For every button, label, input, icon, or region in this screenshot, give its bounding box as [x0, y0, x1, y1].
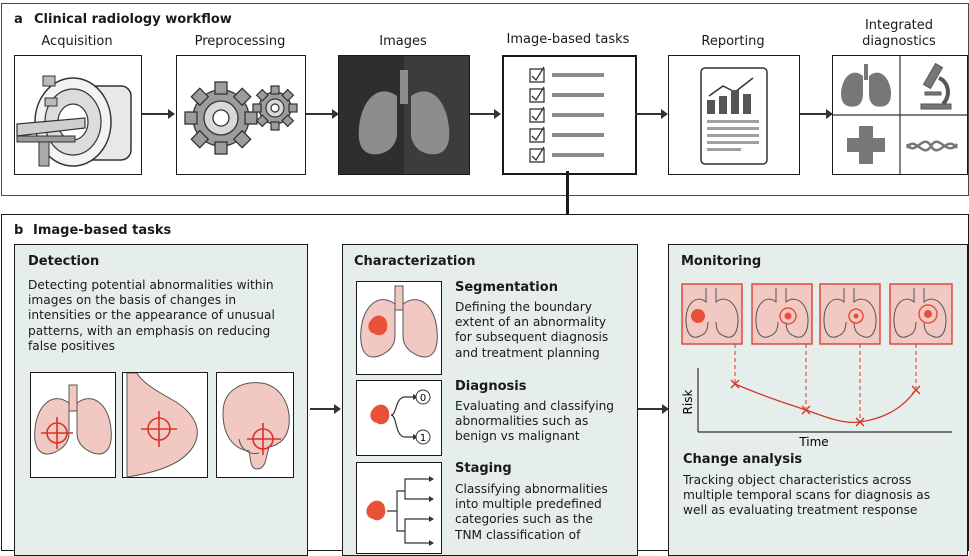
microscope-icon	[920, 62, 952, 110]
staging-line: into multiple predefined	[455, 497, 602, 512]
detection-breast-thumbnail	[122, 372, 208, 478]
integrated-diagnostics-icons	[833, 56, 967, 174]
staging-thumbnail	[356, 462, 442, 554]
panel-a-letter: a	[14, 12, 23, 27]
lungs-icon	[841, 64, 891, 107]
segmentation-line: extent of an abnormality	[455, 315, 607, 330]
characterization-title: Characterization	[354, 254, 476, 269]
arrow-3	[470, 109, 501, 119]
step-label-preprocessing: Preprocessing	[194, 34, 286, 49]
detection-title: Detection	[28, 254, 100, 269]
dna-icon	[905, 140, 959, 152]
arrow-2	[306, 109, 339, 119]
staging-tree-icon	[366, 476, 434, 546]
detection-line: Detecting potential abnormalities within	[28, 278, 274, 292]
lung-target-icon	[34, 384, 112, 455]
change-analysis-line: Tracking object characteristics across	[683, 473, 912, 487]
monitoring-title: Monitoring	[681, 254, 762, 269]
diagnosis-title: Diagnosis	[455, 379, 527, 394]
step-label-integrated-line1: Integrated	[864, 18, 934, 33]
staging-line: Classifying abnormalities	[455, 482, 608, 496]
step-label-integrated-diagnostics: Integrated diagnostics	[832, 18, 966, 50]
medical-cross-icon	[847, 126, 885, 164]
staging-line: categories such as the	[455, 512, 593, 527]
step-label-reporting: Reporting	[701, 34, 765, 49]
arrow-1	[142, 109, 175, 119]
monitoring-scans	[681, 283, 953, 345]
segmentation-line: Defining the boundary	[455, 300, 592, 314]
detection-line: false positives	[28, 338, 116, 353]
diagnosis-line: benign vs malignant	[455, 429, 580, 444]
detection-line: patterns, with an emphasis on reducing	[28, 323, 271, 338]
panel-connector-line	[566, 171, 569, 215]
change-analysis-line: well as evaluating treatment response	[683, 503, 918, 518]
segmentation-line: for subsequent diagnosis	[455, 330, 609, 345]
change-analysis-description: Tracking object characteristics across m…	[683, 473, 963, 519]
class-1-label: 1	[420, 433, 426, 444]
diagnosis-line: abnormalities such as	[455, 414, 589, 429]
gears-icon	[184, 81, 298, 155]
monitoring-timeline: Risk Time	[681, 283, 953, 449]
arrow-characterization-to-monitoring	[638, 404, 669, 414]
preprocessing-box	[176, 55, 306, 175]
lung-xray-icon	[358, 56, 469, 174]
step-label-acquisition: Acquisition	[41, 34, 113, 49]
integrated-diagnostics-box	[832, 55, 968, 175]
detection-line: intensities or the appearance of unusual	[28, 308, 275, 323]
segmentation-title: Segmentation	[455, 280, 558, 295]
detection-lung-thumbnail	[30, 372, 116, 478]
ct-scanner-icon	[16, 75, 132, 167]
staging-description: Classifying abnormalities into multiple …	[455, 482, 633, 543]
checklist-icon	[529, 66, 604, 163]
acquisition-box	[14, 55, 142, 175]
diagnosis-description: Evaluating and classifying abnormalities…	[455, 399, 633, 445]
detection-brain-thumbnail	[216, 372, 294, 478]
diagnosis-line: Evaluating and classifying	[455, 399, 615, 413]
step-label-images: Images	[379, 34, 427, 49]
image-based-tasks-box	[502, 55, 637, 175]
brain-target-icon	[222, 382, 290, 470]
panel-b-letter: b	[14, 223, 24, 238]
arrow-4	[635, 109, 668, 119]
change-analysis-line: multiple temporal scans for diagnosis as	[683, 488, 931, 503]
risk-axis-label: Risk	[681, 390, 695, 415]
panel-a-workflow	[1, 3, 969, 196]
panel-b-title: Image-based tasks	[33, 223, 172, 238]
risk-curve	[734, 383, 917, 424]
segmentation-thumbnail	[356, 281, 442, 375]
step-label-image-based-tasks: Image-based tasks	[506, 32, 630, 47]
panel-a-title: Clinical radiology workflow	[34, 12, 232, 27]
report-document-icon	[700, 67, 768, 165]
time-axis-label: Time	[798, 435, 828, 449]
reporting-box	[668, 55, 800, 175]
segmentation-description: Defining the boundary extent of an abnor…	[455, 300, 633, 361]
step-label-integrated-line2: diagnostics	[862, 34, 936, 49]
arrow-detection-to-characterization	[310, 404, 341, 414]
detection-description: Detecting potential abnormalities within…	[28, 278, 303, 354]
breast-target-icon	[126, 373, 198, 477]
staging-title: Staging	[455, 461, 512, 476]
lung-segmentation-icon	[360, 285, 438, 358]
staging-line: TNM classification of	[455, 527, 581, 542]
change-analysis-title: Change analysis	[683, 452, 803, 467]
images-box	[338, 55, 470, 175]
class-0-label: 0	[420, 393, 426, 404]
detection-line: images on the basis of changes in	[28, 293, 237, 308]
arrow-5	[800, 109, 833, 119]
segmentation-line: and treatment planning	[455, 345, 600, 360]
diagnosis-thumbnail: 0 1	[356, 380, 442, 456]
diagnosis-branch-icon: 0 1	[370, 389, 431, 445]
